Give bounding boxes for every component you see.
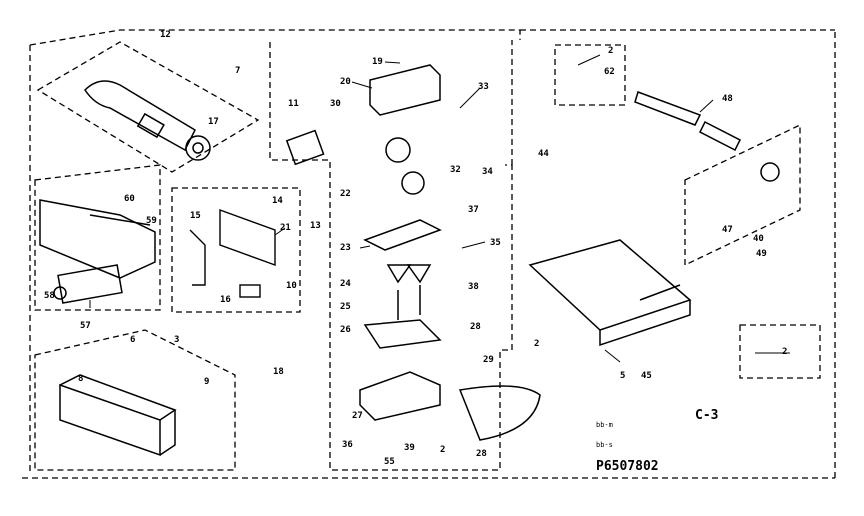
- callout-55: 55: [384, 457, 395, 467]
- callout-16: 16: [220, 295, 231, 305]
- group-62-frame: [554, 44, 626, 106]
- callout-17: 17: [208, 117, 219, 127]
- callout-38: 38: [468, 282, 479, 292]
- rod-48: [634, 91, 780, 182]
- callout-29: 29: [483, 355, 494, 365]
- center-assembly: [285, 64, 541, 441]
- callout-2c: 2: [782, 347, 788, 357]
- callout-5: 5: [620, 371, 626, 381]
- block-8: [59, 374, 177, 457]
- callout-2d: 2: [440, 445, 446, 455]
- callout-11: 11: [288, 99, 299, 109]
- callout-60: 60: [124, 194, 135, 204]
- callout-28b: 28: [476, 449, 487, 459]
- group-49-frame: [684, 123, 801, 267]
- callout-18: 18: [273, 367, 284, 377]
- page-code: C-3: [695, 408, 719, 423]
- callout-8: 8: [78, 374, 84, 384]
- callout-25: 25: [340, 302, 351, 312]
- small-note-2: bb-s: [596, 441, 613, 449]
- callout-37: 37: [468, 205, 479, 215]
- outer-border: [22, 29, 836, 479]
- callout-48a: 48: [722, 94, 733, 104]
- callout-45: 45: [641, 371, 652, 381]
- callout-35: 35: [490, 238, 501, 248]
- callout-33: 33: [478, 82, 489, 92]
- callout-47: 47: [722, 225, 733, 235]
- group-12-frame: [36, 41, 260, 173]
- callout-21: 21: [280, 223, 291, 233]
- callout-2a: 2: [608, 46, 614, 56]
- callout-44: 44: [538, 149, 549, 159]
- callout-13: 13: [310, 221, 321, 231]
- bracket-13: [189, 209, 276, 298]
- center-frame: [269, 42, 513, 471]
- callout-20: 20: [340, 77, 351, 87]
- callout-27: 27: [352, 411, 363, 421]
- callout-26: 26: [340, 325, 351, 335]
- part-number: P6507802: [596, 459, 659, 474]
- callout-7: 7: [235, 66, 241, 76]
- callout-28a: 28: [470, 322, 481, 332]
- callout-58: 58: [44, 291, 55, 301]
- group-13-frame: [171, 187, 301, 313]
- callout-22: 22: [340, 189, 351, 199]
- group-59-frame: [34, 164, 161, 311]
- callout-15: 15: [190, 211, 201, 221]
- callout-39: 39: [404, 443, 415, 453]
- callout-57: 57: [80, 321, 91, 331]
- callout-24: 24: [340, 279, 351, 289]
- right-lower-frame: [739, 324, 821, 379]
- callout-6: 6: [130, 335, 136, 345]
- callout-9: 9: [204, 377, 210, 387]
- callout-3: 3: [174, 335, 180, 345]
- callout-2b: 2: [534, 339, 540, 349]
- callout-32: 32: [450, 165, 461, 175]
- callout-14: 14: [272, 196, 283, 206]
- callout-59: 59: [146, 216, 157, 226]
- small-note-1: bb-m: [596, 421, 613, 429]
- housing-59: [39, 199, 156, 304]
- group-8-frame: [34, 329, 236, 471]
- leader-lines: [89, 54, 790, 363]
- callout-40: 40: [753, 234, 764, 244]
- shaft-12: [84, 80, 211, 161]
- callout-30: 30: [330, 99, 341, 109]
- callout-19: 19: [372, 57, 383, 67]
- callout-10: 10: [286, 281, 297, 291]
- callout-23: 23: [340, 243, 351, 253]
- mounting-plate-45: [528, 239, 692, 347]
- callout-12: 12: [160, 30, 171, 40]
- callout-62: 62: [604, 67, 615, 77]
- callout-36: 36: [342, 440, 353, 450]
- callout-49: 49: [756, 249, 767, 259]
- callout-34: 34: [482, 167, 493, 177]
